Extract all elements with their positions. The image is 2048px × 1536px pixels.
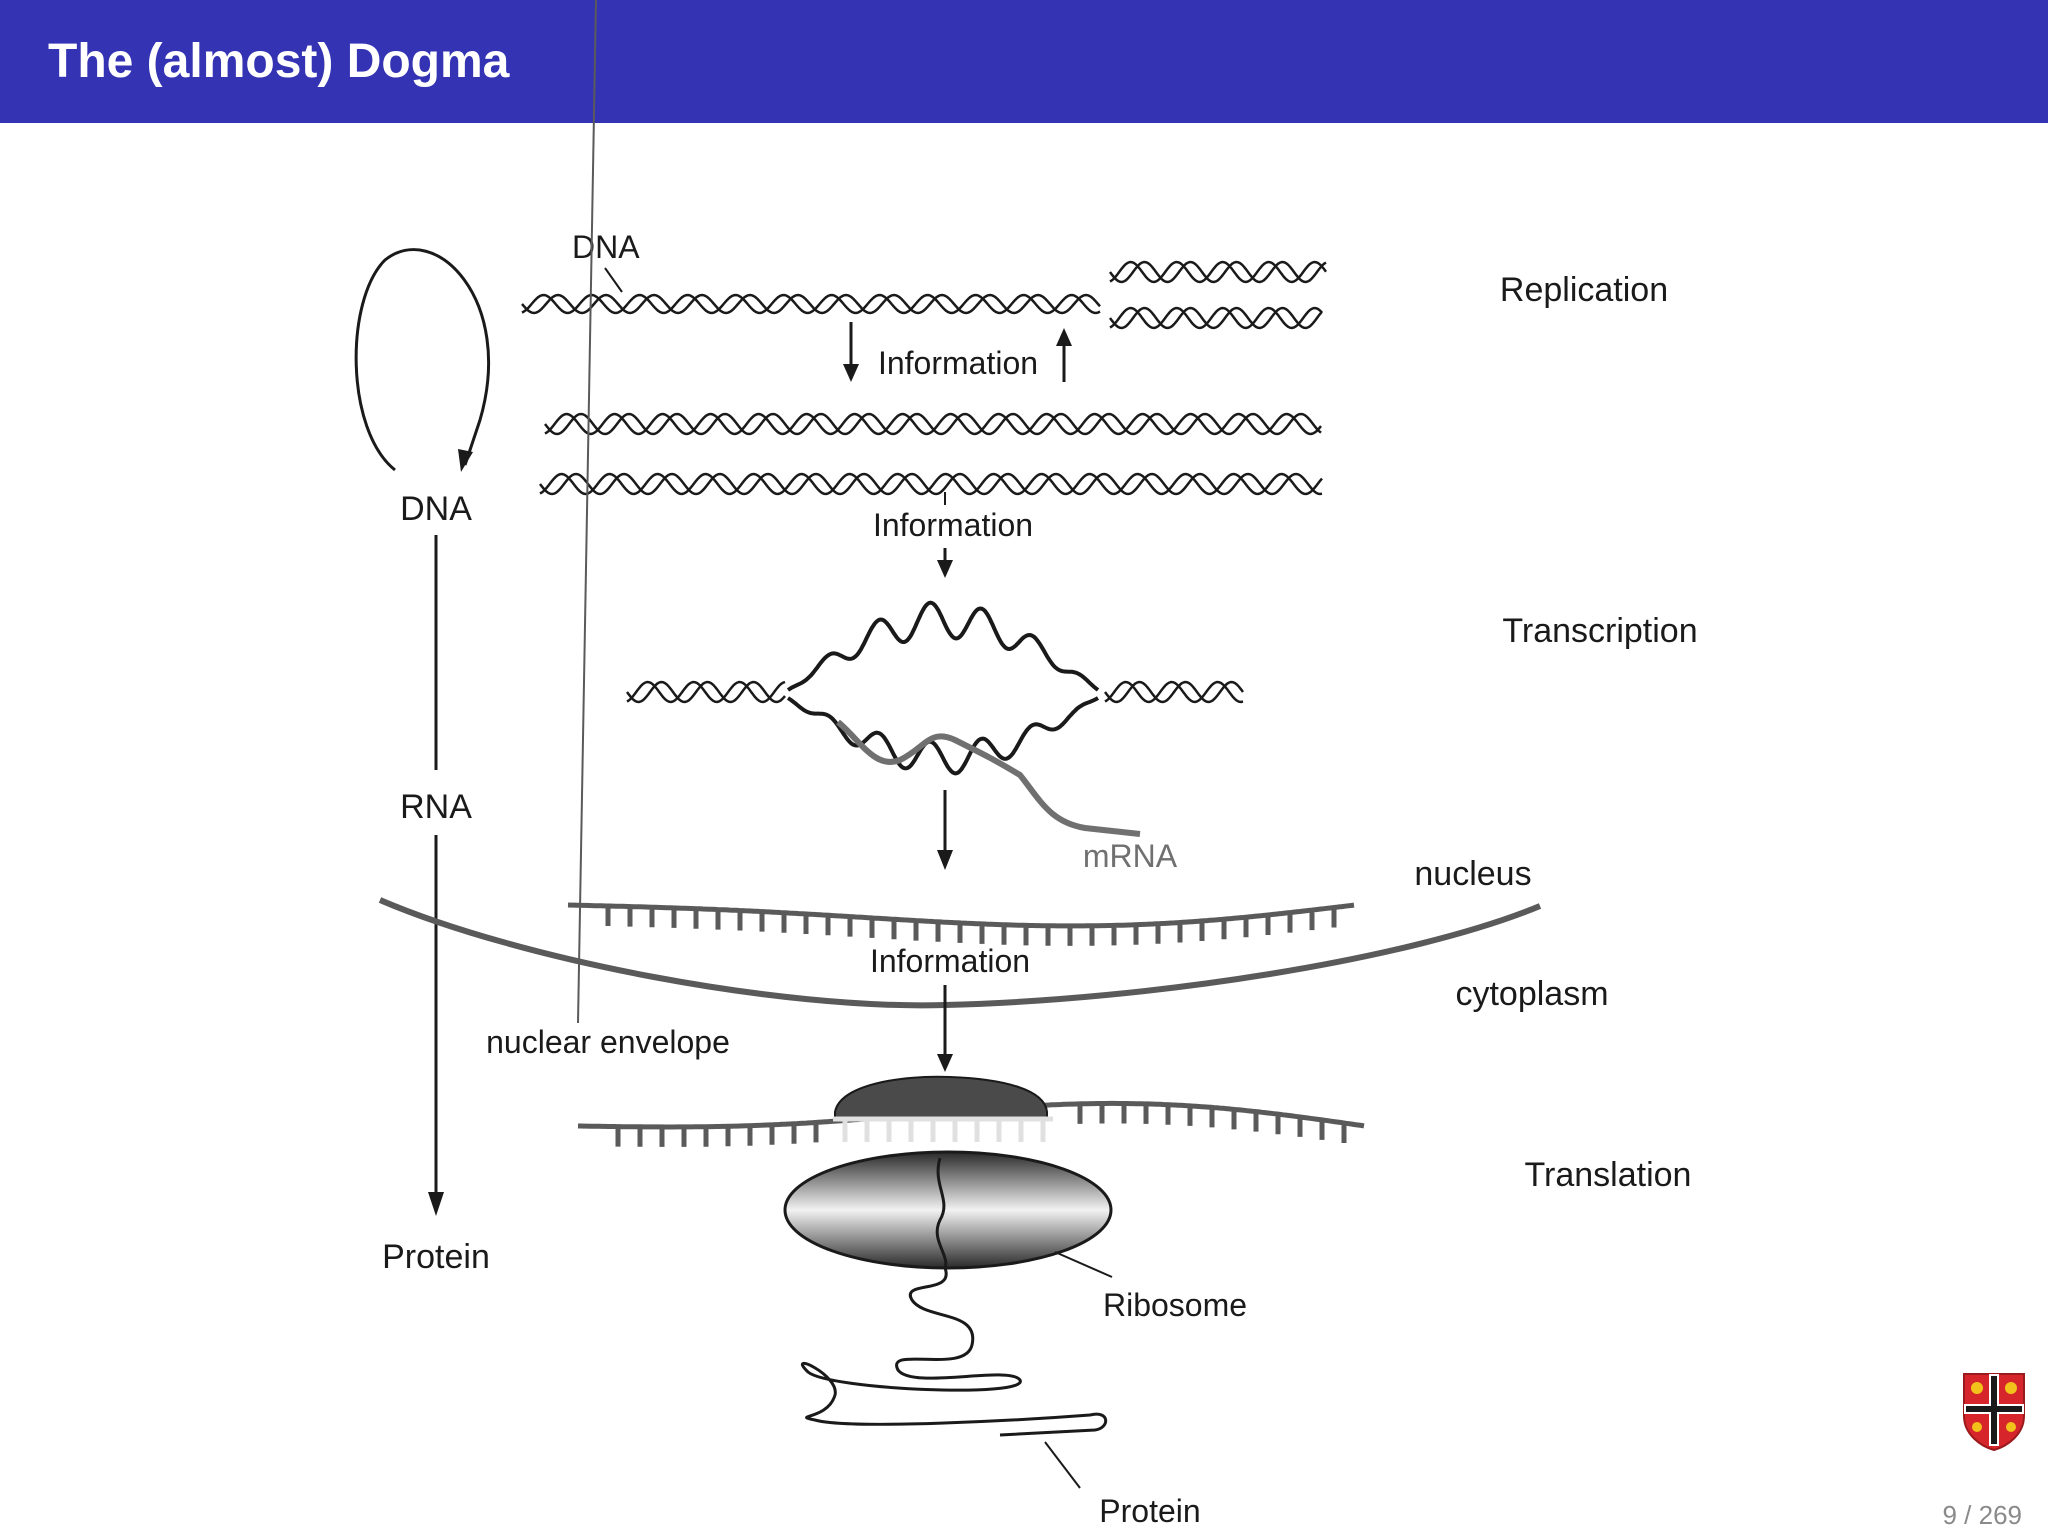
translation-information-label: Information (870, 943, 1030, 979)
transcription-right-helix (1103, 680, 1245, 704)
protein-chain-label: Protein (1099, 1493, 1200, 1529)
ribosome-small-subunit (834, 1075, 1048, 1121)
ribosome-exit-tunnel (935, 1157, 948, 1269)
transcription-to-mrna-arrowhead (937, 850, 953, 870)
info-up-arrowhead (1056, 328, 1072, 346)
flow-rna-label: RNA (400, 788, 472, 826)
ribosome-label: Ribosome (1103, 1287, 1247, 1323)
dna-replication-loop (354, 248, 491, 472)
parent-dna-helix (521, 293, 1101, 315)
title-bar: The (almost) Dogma (0, 0, 2048, 123)
protein-chain-leader (1044, 1441, 1081, 1489)
nucleus-label: nucleus (1414, 855, 1531, 893)
replication-stage-label: Replication (1500, 271, 1668, 309)
translation-info-arrowhead (937, 1054, 953, 1072)
rna-to-protein-arrowhead (428, 1192, 444, 1216)
translation-stage-label: Translation (1525, 1156, 1692, 1194)
ribosome-leader (1054, 1251, 1113, 1278)
nuclear-region: nuclear envelope Information (378, 0, 1542, 1072)
nuclear-envelope-leader (577, 0, 597, 1024)
info-down-arrowhead (843, 364, 859, 382)
stage-labels: Replication Transcription nucleus cytopl… (1414, 271, 1697, 1194)
page-number: 9 / 269 (1942, 1500, 2022, 1530)
ribosome-bound-codons (842, 1120, 1046, 1142)
protein-chain (800, 1267, 1108, 1437)
mrna-in-nucleus (567, 902, 1355, 946)
slide-title: The (almost) Dogma (48, 35, 510, 88)
transcription-panel: Information mRNA (625, 507, 1245, 874)
replication-panel: DNA Information (521, 229, 1328, 505)
ribosome-large-subunit (783, 1150, 1113, 1270)
dna-loop-arrowhead (458, 449, 473, 472)
dna-strand-label: DNA (572, 229, 640, 265)
flow-column: DNA RNA Protein (354, 248, 491, 1276)
transcription-bubble-template-strand (786, 600, 1100, 692)
flow-dna-label: DNA (400, 490, 472, 528)
daughter-dna-helix-2 (539, 472, 1323, 496)
transcription-info-arrowhead (937, 560, 953, 578)
nascent-mrna-strand (836, 719, 1141, 837)
cytoplasm-label: cytoplasm (1455, 975, 1608, 1013)
nuclear-envelope-label: nuclear envelope (486, 1024, 730, 1060)
transcription-information-label: Information (873, 507, 1033, 543)
replication-fork-upper-helix (1108, 260, 1328, 284)
replication-fork-lower-helix (1108, 306, 1323, 330)
translation-panel: Ribosome Protein (578, 1075, 1365, 1529)
transcription-stage-label: Transcription (1502, 612, 1697, 650)
university-crest-icon (1963, 1373, 2025, 1452)
transcription-left-helix (625, 680, 786, 704)
transcription-bubble-coding-strand (786, 696, 1100, 776)
replication-information-label: Information (878, 345, 1038, 381)
dna-leader-line (604, 267, 623, 293)
flow-protein-label: Protein (382, 1238, 490, 1276)
mrna-label: mRNA (1083, 838, 1178, 874)
daughter-dna-helix-1 (544, 412, 1322, 436)
